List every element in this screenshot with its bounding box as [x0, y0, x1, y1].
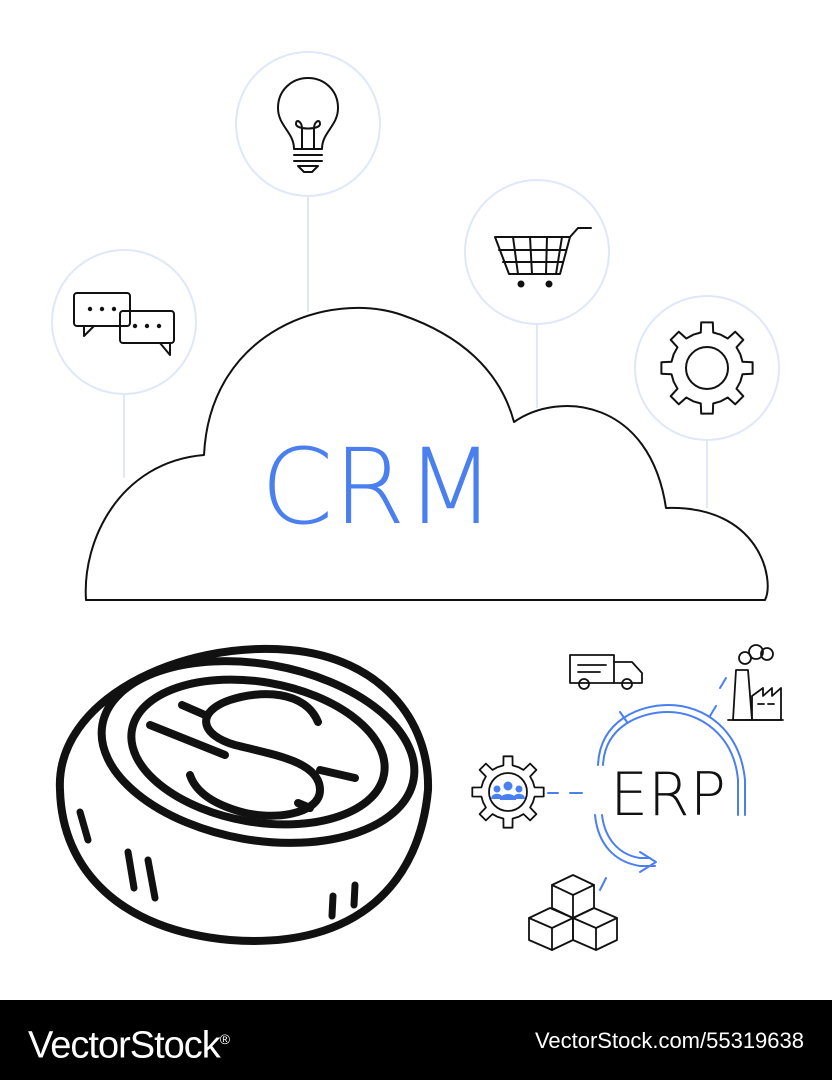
gear-icon: [634, 295, 780, 441]
erp-label: ERP: [610, 760, 726, 830]
dollar-coin-icon: [55, 644, 433, 945]
delivery-truck-icon: [569, 654, 643, 690]
crm-label: CRM: [261, 426, 496, 548]
watermark-brand: VectorStock®: [28, 1016, 230, 1069]
illustration: CRM ERP: [51, 51, 784, 951]
erp-cycle: ERP: [547, 677, 746, 891]
cloud-shape: [84, 307, 769, 601]
lightbulb-icon: [235, 51, 381, 197]
watermark-footer: VectorStock® VectorStock.com/55319638: [0, 1000, 832, 1080]
brand-name: VectorStock: [28, 1024, 221, 1067]
chat-bubbles-icon: [51, 249, 197, 395]
stacked-boxes-icon: [528, 874, 618, 951]
shopping-cart-icon: [464, 179, 610, 325]
brand-mark: ®: [219, 1031, 230, 1047]
factory-icon: [727, 644, 784, 721]
team-gear-icon: [471, 755, 545, 829]
watermark-url: VectorStock.com/55319638: [534, 1028, 804, 1053]
